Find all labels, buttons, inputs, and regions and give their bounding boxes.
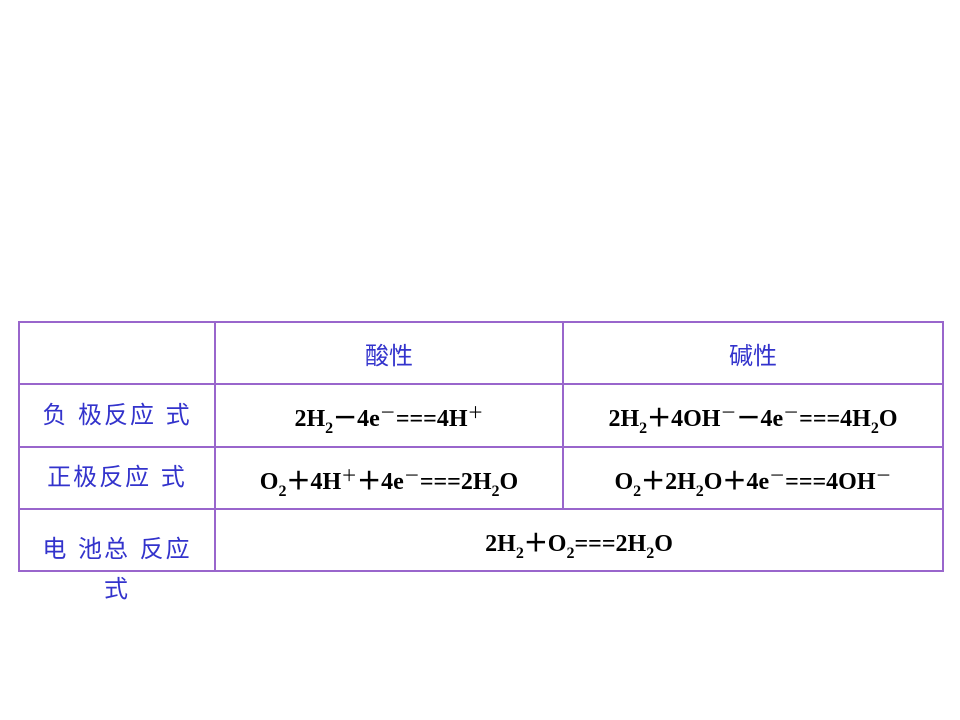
cell-positive-alkaline: O2＋2H2O＋4e－===4OH－ [562, 446, 944, 510]
row-label-negative-electrode: 负 极反应 式 [18, 383, 216, 448]
table-row-overall-reaction: 电 池总 反应 式 2H2＋O2===2H2O [18, 508, 944, 603]
equation-negative-acidic: 2H2－4e－===4H＋ [294, 405, 484, 437]
row-label-positive-electrode: 正极反应 式 [18, 446, 216, 510]
header-alkaline: 碱性 [562, 321, 944, 385]
equation-positive-acidic: O2＋4H＋＋4e－===2H2O [259, 467, 519, 500]
equation-positive-alkaline: O2＋2H2O＋4e－===4OH－ [614, 467, 892, 500]
fuel-cell-equation-table: 酸性 碱性 负 极反应 式 2H2－4e－===4H＋ 2H2＋4OH－－4e－… [18, 321, 944, 603]
cell-negative-alkaline: 2H2＋4OH－－4e－===4H2O [562, 383, 944, 448]
table-row-negative-electrode: 负 极反应 式 2H2－4e－===4H＋ 2H2＋4OH－－4e－===4H2… [18, 383, 944, 448]
header-corner-cell [18, 321, 216, 385]
cell-negative-acidic: 2H2－4e－===4H＋ [214, 383, 564, 448]
table-row-positive-electrode: 正极反应 式 O2＋4H＋＋4e－===2H2O O2＋2H2O＋4e－===4… [18, 446, 944, 510]
cell-positive-acidic: O2＋4H＋＋4e－===2H2O [214, 446, 564, 510]
header-acidic: 酸性 [214, 321, 564, 385]
cell-overall-reaction: 2H2＋O2===2H2O [214, 508, 944, 572]
equation-overall-reaction: 2H2＋O2===2H2O [485, 530, 673, 562]
row-label-overall-reaction: 电 池总 反应 式 [42, 535, 192, 603]
header-row: 酸性 碱性 [18, 321, 944, 385]
row-label-overall-reaction-cell: 电 池总 反应 式 [18, 508, 216, 603]
equation-negative-alkaline: 2H2＋4OH－－4e－===4H2O [608, 405, 898, 437]
